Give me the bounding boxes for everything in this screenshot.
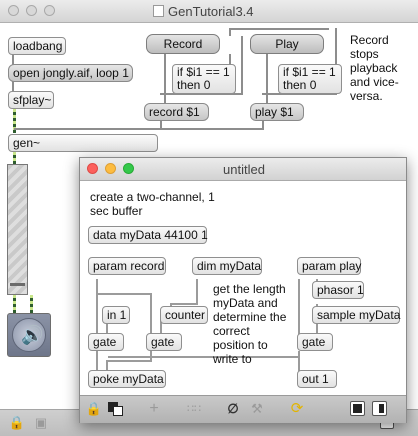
main-presentation-icon[interactable]: ▣ (34, 415, 48, 430)
buffer-comment: create a two-channel, 1 sec buffer (90, 190, 215, 218)
gate-object-1[interactable]: gate (88, 333, 124, 351)
patch-cord (229, 54, 231, 64)
speaker-icon[interactable]: 🔊 (12, 318, 46, 352)
grid-icon[interactable]: ∷∷ (187, 403, 201, 415)
window-right-fill-icon (379, 404, 384, 413)
param-record-object[interactable]: param record (88, 257, 166, 275)
patch-cord (150, 351, 152, 360)
lock-icon[interactable]: 🔒 (85, 401, 103, 416)
patch-cord (262, 93, 337, 95)
patch-cord (298, 351, 300, 371)
mute-icon[interactable]: ∅ (227, 401, 239, 416)
length-comment: get the length myData and determine the … (213, 282, 287, 366)
patch-cord (12, 80, 14, 92)
patch-cord (316, 304, 318, 307)
refresh-glyph-icon: ⟳ (290, 400, 304, 417)
play-message[interactable]: play $1 (250, 103, 304, 121)
gen-patcher-window[interactable]: untitled create a two-channel, 1 sec buf… (79, 157, 407, 423)
patch-cord (241, 36, 243, 93)
close-window-button[interactable] (8, 5, 19, 16)
patch-cord (96, 351, 98, 371)
main-window-title: GenTutorial3.4 (168, 4, 254, 19)
sample-object[interactable]: sample myData (312, 306, 400, 324)
minimize-window-button[interactable] (26, 5, 37, 16)
signal-cord (30, 295, 33, 313)
patch-cord (96, 279, 98, 335)
param-play-object[interactable]: param play (297, 257, 361, 275)
gain-slider-handle[interactable] (10, 283, 25, 286)
patch-cord (106, 318, 108, 335)
signal-cord (13, 107, 16, 133)
patch-cord (170, 303, 198, 305)
patch-cord (150, 293, 152, 335)
patch-cord (266, 54, 268, 104)
dac-object[interactable]: 🔊 (7, 313, 51, 357)
patch-cord (335, 28, 337, 93)
add-icon[interactable]: + (149, 400, 159, 417)
if-record-object[interactable]: if $i1 == 1 then 0 (172, 64, 236, 94)
patch-cord (106, 360, 108, 371)
child-titlebar: untitled (80, 158, 406, 181)
patch-cord (229, 28, 329, 30)
wrench-icon[interactable]: ⚒ (251, 401, 263, 416)
patch-cord (298, 279, 300, 335)
in1-object[interactable]: in 1 (102, 306, 130, 324)
main-lock-icon[interactable]: 🔒 (8, 415, 26, 430)
child-toolbar: 🔒 + ∷∷ ∅ ⚒ ⟳ (80, 395, 406, 423)
open-file-message[interactable]: open jongly.aif, loop 1 (8, 64, 133, 82)
gate-object-2[interactable]: gate (146, 333, 182, 351)
phasor-object[interactable]: phasor 1 (312, 281, 364, 299)
zoom-window-button[interactable] (123, 163, 134, 174)
patch-cord (14, 128, 264, 130)
patch-cord (262, 120, 264, 130)
refresh-icon[interactable]: ⟳ (288, 400, 306, 418)
patch-cord (108, 356, 300, 358)
presentation-square-icon (113, 406, 123, 416)
if-play-object[interactable]: if $i1 == 1 then 0 (278, 64, 342, 94)
signal-cord (13, 295, 16, 313)
gate-object-3[interactable]: gate (297, 333, 333, 351)
gain-slider[interactable] (7, 164, 28, 295)
patch-cord (229, 28, 231, 36)
sfplay-object[interactable]: sfplay~ (8, 91, 54, 109)
record-stops-comment: Record stops playback and vice-versa. (350, 33, 399, 103)
document-icon (153, 5, 164, 17)
patch-cord (170, 303, 172, 307)
poke-object[interactable]: poke myData (88, 370, 166, 388)
patch-cord (106, 360, 152, 362)
speaker-glyph-icon: 🔊 (21, 325, 44, 345)
close-window-button[interactable] (87, 163, 98, 174)
record-message[interactable]: record $1 (144, 103, 209, 121)
patch-cord (12, 53, 14, 66)
gen-object[interactable]: gen~ (8, 134, 158, 152)
window-left-fill-icon (353, 404, 362, 413)
patch-cord (316, 324, 318, 335)
window-right-icon[interactable] (372, 401, 387, 416)
counter-object[interactable]: counter (160, 306, 208, 324)
dim-object[interactable]: dim myData (192, 257, 262, 275)
play-button[interactable]: Play (250, 34, 324, 54)
patch-cord (160, 120, 162, 130)
patch-cord (96, 293, 152, 295)
window-left-icon[interactable] (350, 401, 365, 416)
patch-cord (160, 314, 162, 335)
record-button[interactable]: Record (146, 34, 220, 54)
data-object[interactable]: data myData 44100 1 (88, 226, 208, 244)
presentation-icon[interactable] (107, 400, 125, 418)
patch-cord (196, 279, 198, 305)
out1-object[interactable]: out 1 (297, 370, 337, 388)
minimize-window-button[interactable] (105, 163, 116, 174)
main-titlebar: GenTutorial3.4 (0, 0, 418, 23)
loadbang-object[interactable]: loadbang (8, 37, 66, 55)
signal-cord (13, 152, 16, 164)
zoom-window-button[interactable] (44, 5, 55, 16)
child-window-title: untitled (223, 162, 265, 177)
patch-cord (160, 93, 243, 95)
patch-cord (164, 54, 166, 104)
